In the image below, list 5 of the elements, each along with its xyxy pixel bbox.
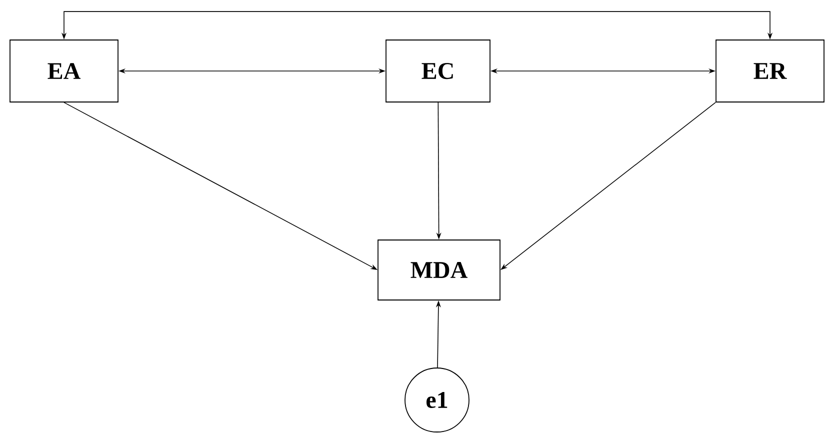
circle-node: e1 xyxy=(404,368,470,432)
variable-box: MDA xyxy=(378,240,500,300)
variable-box: ER xyxy=(716,40,824,102)
variable-box: EC xyxy=(386,40,490,102)
variable-box: EA xyxy=(10,40,118,102)
